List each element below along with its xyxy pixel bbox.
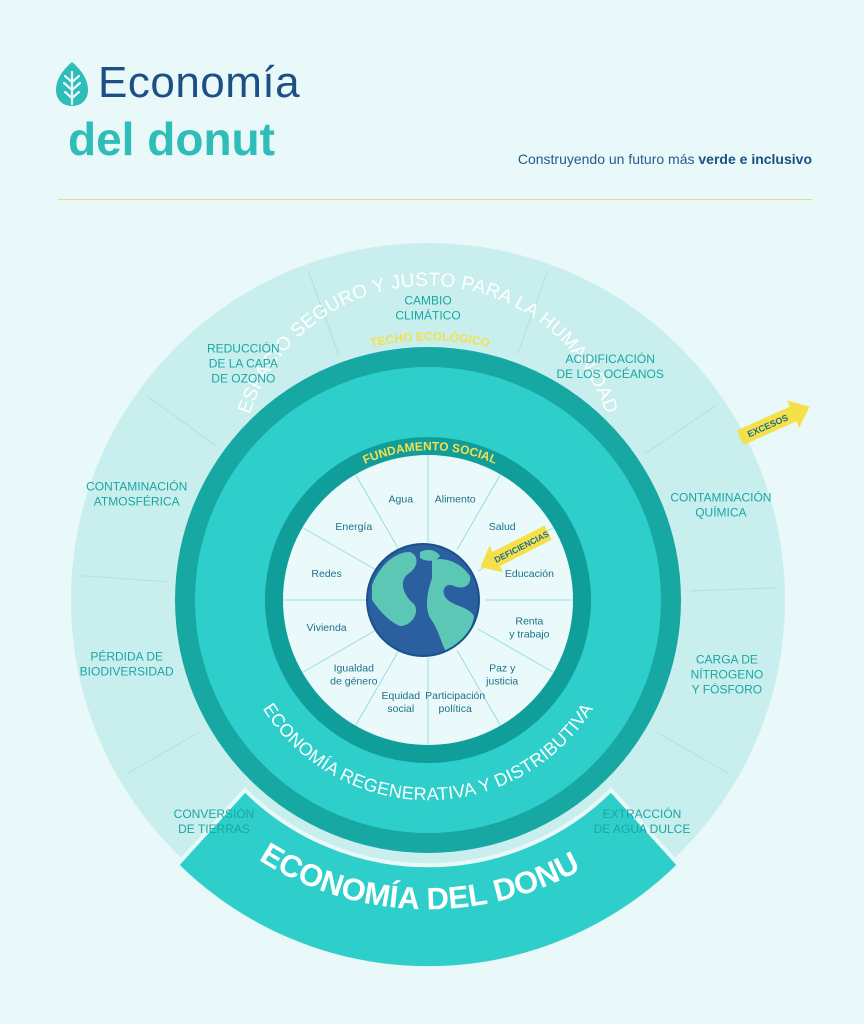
social-foundation-item: Redes (311, 568, 341, 580)
social-foundation-item-line: justicia (485, 676, 518, 688)
ecological-ceiling-label: TECHO ECOLÓGICO (369, 329, 492, 350)
ceiling-divider (654, 730, 730, 775)
ecological-ceiling-item-line: ACIDIFICACIÓN (566, 351, 655, 366)
foundation-divider (302, 628, 379, 673)
ecological-ceiling-item-line: DE LOS OCÉANOS (557, 366, 664, 381)
social-foundation-item-line: Igualdad (334, 663, 374, 675)
ecological-ceiling-item-line: CONTAMINACIÓN (86, 479, 187, 494)
foundation-divider (355, 649, 400, 726)
ecological-ceiling-item-line: EXTRACCIÓN (603, 806, 682, 821)
excess-arrow: EXCESOS (736, 400, 810, 445)
ecological-ceiling-item-line: ATMOSFÉRICA (94, 494, 180, 509)
title-line-2: del donut (68, 113, 275, 165)
ecological-ceiling-item-line: CARGA DE (696, 653, 758, 667)
social-foundation-item: Alimento (435, 494, 476, 506)
ecological-ceiling-item-line: CLIMÁTICO (395, 308, 460, 323)
ceiling-divider (146, 395, 217, 447)
social-foundation-item-line: de género (330, 676, 377, 688)
ecological-ceiling-item-line: DE TIERRAS (178, 822, 250, 836)
ceiling-divider (80, 575, 167, 583)
ecological-ceiling-item-line: CONTAMINACIÓN (670, 489, 771, 504)
social-foundation-item-line: Redes (311, 568, 341, 580)
leaf-icon (56, 62, 88, 106)
social-foundation-item-line: política (439, 703, 472, 715)
tagline-prefix: Construyendo un futuro más (517, 151, 699, 167)
ceiling-divider (689, 587, 776, 592)
donut-economy-banner (174, 787, 682, 971)
foundation-divider (477, 628, 554, 673)
foundation-divider (302, 527, 379, 572)
social-foundation-item-line: Participación (425, 690, 485, 702)
ceiling-divider (517, 272, 548, 355)
social-foundation-item-line: Educación (505, 568, 554, 580)
tagline: Construyendo un futuro más verde e inclu… (518, 151, 812, 167)
ecological-ceiling-item-line: CAMBIO (404, 294, 451, 308)
ecological-ceiling-item-line: DE AGUA DULCE (594, 822, 691, 836)
social-foundation-item: Agua (389, 494, 414, 506)
ecological-ceiling-item-line: DE OZONO (211, 372, 275, 386)
social-foundation-item: Educación (505, 568, 554, 580)
social-foundation-item-line: Renta (515, 616, 543, 628)
ecological-ceiling-item-line: REDUCCIÓN (207, 341, 280, 356)
ecological-ceiling-item-line: CONVERSIÓN (174, 806, 255, 821)
ecological-ceiling-item-line: NÍTROGENO (691, 667, 764, 682)
social-foundation-item-line: Salud (489, 521, 516, 533)
foundation-divider (355, 474, 400, 551)
social-foundation-item-line: Paz y (489, 663, 516, 675)
social-foundation-item-line: Vivienda (307, 622, 347, 634)
ceiling-divider (126, 730, 202, 775)
social-foundation-item: Energía (335, 521, 372, 533)
social-foundation-item-line: Energía (335, 521, 372, 533)
social-foundation-item-line: Alimento (435, 494, 476, 506)
social-foundation-item-line: Agua (389, 494, 414, 506)
social-foundation-item: Salud (489, 521, 516, 533)
ecological-ceiling-item-line: QUÍMICA (695, 504, 746, 519)
social-foundation-item: Vivienda (307, 622, 347, 634)
social-foundation-item-line: Equidad (382, 690, 421, 702)
ecological-ceiling-item-line: BIODIVERSIDAD (80, 665, 174, 679)
foundation-divider (456, 649, 501, 726)
foundation-divider (456, 474, 501, 551)
globe-icon (366, 543, 480, 657)
tagline-bold: verde e inclusivo (698, 151, 812, 167)
divider (58, 199, 812, 200)
title-line-1: Economía (98, 58, 301, 107)
ceiling-arc-text: TECHO ECOLÓGICO (369, 329, 492, 350)
ceiling-divider (308, 272, 339, 355)
social-foundation-item-line: y trabajo (509, 629, 549, 641)
social-foundation-item-line: social (387, 703, 414, 715)
ecological-ceiling-item-line: PÉRDIDA DE (90, 649, 163, 664)
ecological-ceiling-item-line: Y FÓSFORO (692, 682, 762, 697)
ceiling-divider (644, 404, 717, 454)
header: Economía del donut Construyendo un futur… (0, 0, 864, 210)
ecological-ceiling-item-line: DE LA CAPA (209, 357, 278, 371)
